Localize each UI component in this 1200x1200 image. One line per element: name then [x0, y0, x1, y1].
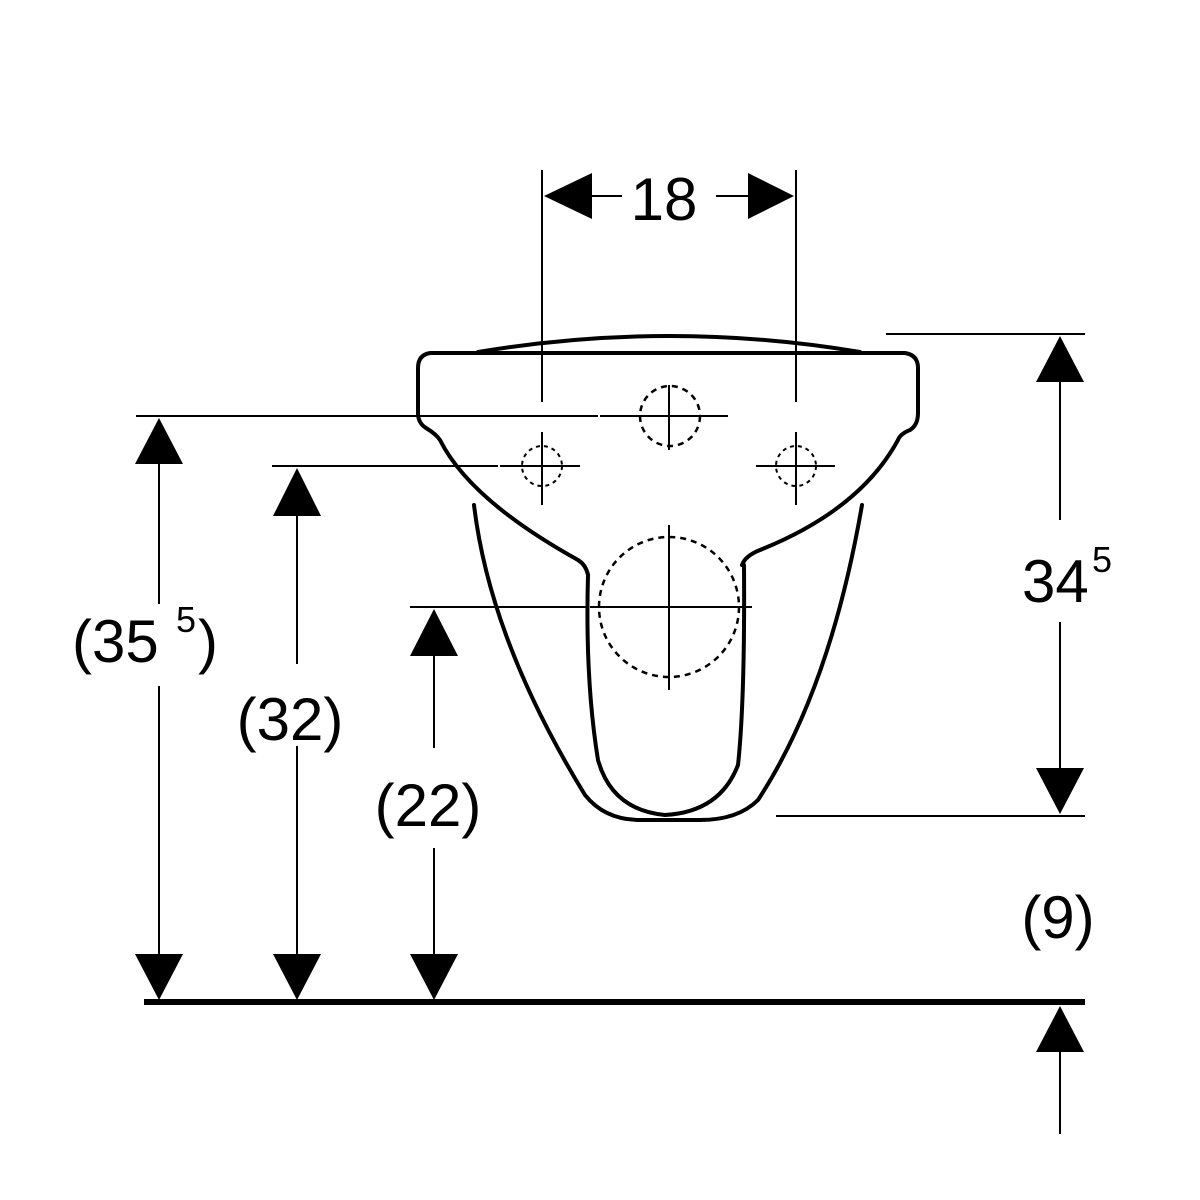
arrowhead-right: [748, 173, 794, 219]
arrowhead-up: [410, 609, 458, 656]
arrowhead-down: [410, 954, 458, 1000]
dimension-label-22: (22): [375, 772, 482, 839]
floor-reference: (9): [144, 884, 1095, 1134]
seat-top-edge: [476, 334, 862, 354]
arrowhead-down: [135, 954, 183, 1000]
hidden-connections: [500, 384, 835, 690]
dimension-label-9: (9): [1021, 884, 1094, 951]
arrowhead-up: [135, 418, 183, 464]
arrowhead-down: [1036, 768, 1084, 814]
dimension-superscript-5: 5: [176, 599, 196, 640]
dimension-paren-close: ): [198, 608, 218, 675]
dimension-paren-open: (: [72, 608, 92, 675]
dimension-35-5: ( 35 5 ): [72, 415, 598, 1000]
dimension-label-32: (32): [237, 686, 344, 753]
dimension-label-35: 35: [92, 608, 159, 675]
arrowhead-up: [1036, 336, 1084, 382]
toilet-body: [416, 334, 920, 822]
dimension-22: (22): [375, 606, 586, 1000]
dimension-18: 18: [541, 166, 797, 402]
dimension-superscript-5: 5: [1092, 539, 1112, 580]
bowl-rim: [416, 351, 920, 577]
dimension-32: (32): [237, 465, 498, 1000]
dimension-label-18: 18: [631, 166, 698, 233]
arrowhead-down: [273, 954, 321, 1000]
pedestal-outer: [472, 503, 864, 822]
arrowhead-up: [1036, 1006, 1084, 1052]
arrowhead-left: [544, 173, 592, 219]
dimension-label-34: 34: [1022, 548, 1089, 615]
arrowhead-up: [273, 468, 321, 516]
trap-channel: [585, 563, 747, 817]
dimension-34-5: 34 5: [776, 333, 1112, 817]
